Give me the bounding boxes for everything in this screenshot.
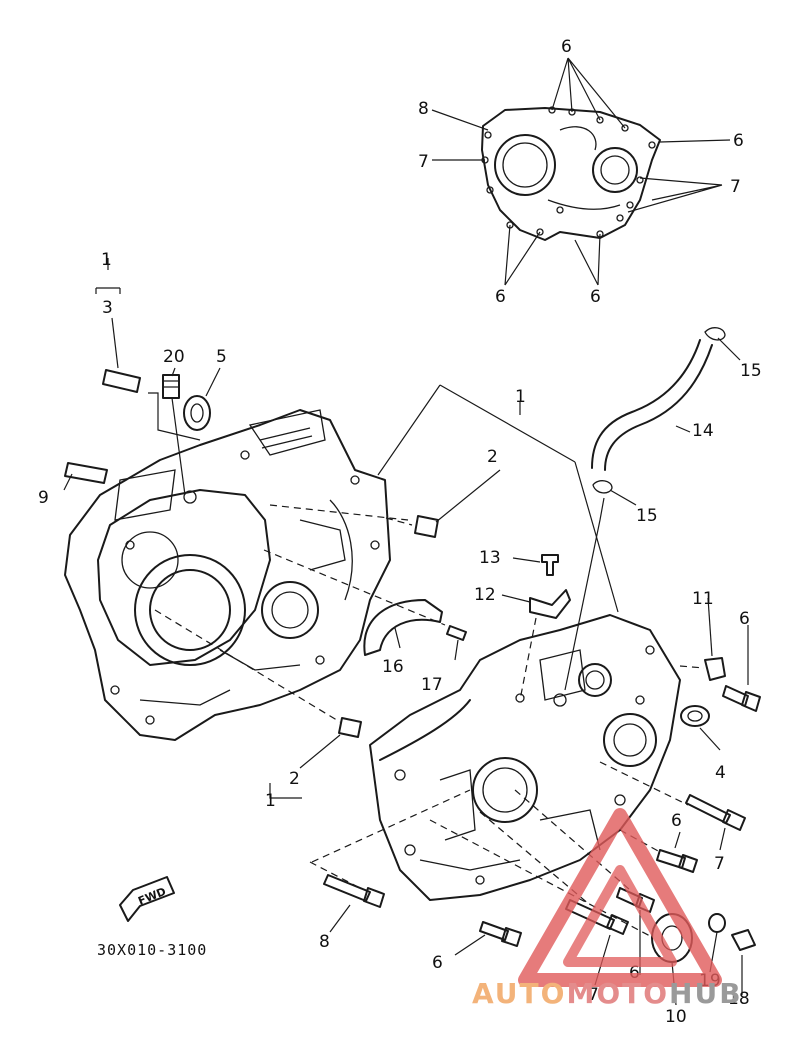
callout-17: 17	[421, 675, 443, 695]
gasket-callout-6-top: 6	[561, 37, 572, 57]
small-parts	[64, 327, 761, 963]
callout-2-upper: 2	[487, 447, 498, 467]
watermark-moto: MOTO	[566, 977, 669, 1010]
callout-1: 1	[101, 250, 112, 270]
callout-6-bottom: 6	[432, 953, 443, 973]
callout-2-lower: 2	[289, 769, 300, 789]
callout-1-mid: 1	[515, 387, 526, 407]
callout-15-mid: 15	[636, 506, 658, 526]
gasket-callout-8: 8	[418, 99, 429, 119]
callout-11: 11	[692, 589, 714, 609]
watermark-triangle-icon	[518, 808, 722, 987]
gasket-callout-6-right: 6	[733, 131, 744, 151]
leader-lines	[63, 258, 749, 1006]
callout-13: 13	[479, 548, 501, 568]
callout-3: 3	[102, 298, 113, 318]
watermark: AUTOMOTOHUB	[472, 808, 743, 1010]
callout-7-bottom: 7	[588, 985, 599, 1005]
callout-8-bottom: 8	[319, 932, 330, 952]
callout-6-mid: 6	[671, 811, 682, 831]
watermark-text: AUTOMOTOHUB	[472, 977, 743, 1010]
callout-15-top: 15	[740, 361, 762, 381]
diagram-code: 30X010-3100	[97, 941, 207, 959]
gasket-callout-7-left: 7	[418, 152, 429, 172]
gasket-callout-6-bottom-left: 6	[495, 287, 506, 307]
callout-12: 12	[474, 585, 496, 605]
callout-18: 18	[728, 989, 750, 1009]
fwd-arrow: FWD	[119, 876, 175, 922]
callout-5: 5	[216, 347, 227, 367]
gasket-callout-6-bottom-right: 6	[590, 287, 601, 307]
callout-14: 14	[692, 421, 714, 441]
callout-16: 16	[382, 657, 404, 677]
callout-20: 20	[163, 347, 185, 367]
callout-4: 4	[715, 763, 726, 783]
callout-1-lower: 1	[265, 791, 276, 811]
watermark-auto: AUTO	[472, 977, 566, 1010]
left-crankcase	[64, 409, 391, 741]
fwd-label: FWD	[136, 885, 168, 908]
crankcase-gasket	[431, 57, 731, 286]
watermark-hub: HUB	[669, 977, 743, 1010]
callout-10: 10	[665, 1007, 687, 1027]
callout-7-mid: 7	[714, 854, 725, 874]
right-crankcase	[369, 614, 681, 901]
gasket-callout-7-right: 7	[730, 177, 741, 197]
callout-6-right: 6	[739, 609, 750, 629]
callout-9: 9	[38, 488, 49, 508]
